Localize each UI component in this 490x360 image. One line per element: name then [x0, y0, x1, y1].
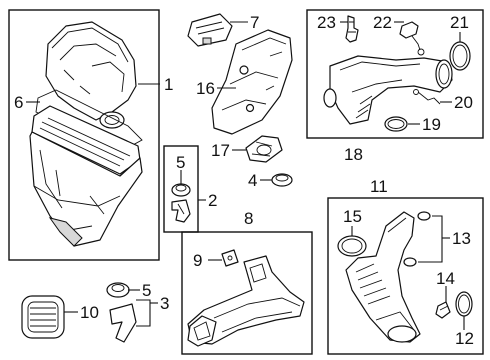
callout-3: 3	[160, 294, 169, 313]
filter-cap-10	[21, 295, 65, 339]
leader-line-3	[136, 299, 151, 327]
bracket-3	[109, 303, 137, 343]
callout-9: 9	[193, 251, 202, 270]
grommet-5-lower	[106, 282, 130, 298]
callout-10: 10	[80, 303, 99, 322]
air-duct-11	[345, 211, 421, 343]
grommet-5-upper	[171, 183, 191, 197]
callout-23: 23	[317, 13, 336, 32]
hose-20	[413, 89, 441, 105]
callout-16: 16	[196, 79, 215, 98]
air-cleaner-assembly	[29, 21, 143, 247]
callout-5-lower: 5	[142, 281, 151, 300]
seal-19	[384, 116, 408, 132]
group-frame-grommet-set	[163, 145, 199, 233]
callout-7: 7	[250, 13, 259, 32]
callout-12: 12	[455, 329, 474, 348]
bracket-9	[221, 249, 239, 267]
callout-22: 22	[373, 13, 392, 32]
callout-19: 19	[422, 115, 441, 134]
callout-15: 15	[343, 207, 362, 226]
sensor-23	[345, 15, 359, 43]
o-ring-13-lower	[403, 257, 417, 267]
callout-2: 2	[208, 191, 217, 210]
leader-line-13	[418, 215, 443, 263]
resonator-duct	[211, 29, 293, 135]
callout-4: 4	[248, 171, 257, 190]
clip-17	[245, 135, 283, 163]
clamp-21	[449, 41, 471, 71]
callout-1: 1	[164, 75, 173, 94]
callout-6: 6	[14, 93, 23, 112]
o-ring-13-upper	[417, 211, 431, 221]
callout-13: 13	[452, 229, 471, 248]
group-frame-duct-11	[327, 197, 484, 355]
clip-14	[435, 301, 451, 319]
callout-5-upper: 5	[176, 153, 185, 172]
intake-hose	[323, 55, 453, 125]
group-frame-air-cleaner	[8, 9, 160, 261]
callout-14: 14	[436, 269, 455, 288]
callout-21: 21	[450, 13, 469, 32]
air-duct-8	[187, 255, 305, 347]
callout-20: 20	[454, 93, 473, 112]
callout-11: 11	[370, 177, 388, 196]
callout-17: 17	[211, 141, 230, 160]
bracket-2	[171, 199, 191, 223]
clamp-15	[337, 235, 367, 257]
callout-18: 18	[344, 145, 363, 164]
sensor-22	[399, 21, 425, 56]
group-frame-intake-hose	[306, 9, 484, 139]
clamp-12	[455, 291, 473, 317]
group-frame-duct-8	[181, 231, 313, 355]
callout-8: 8	[244, 209, 253, 228]
mass-airflow-sensor	[187, 13, 233, 47]
grommet-4	[271, 173, 293, 187]
